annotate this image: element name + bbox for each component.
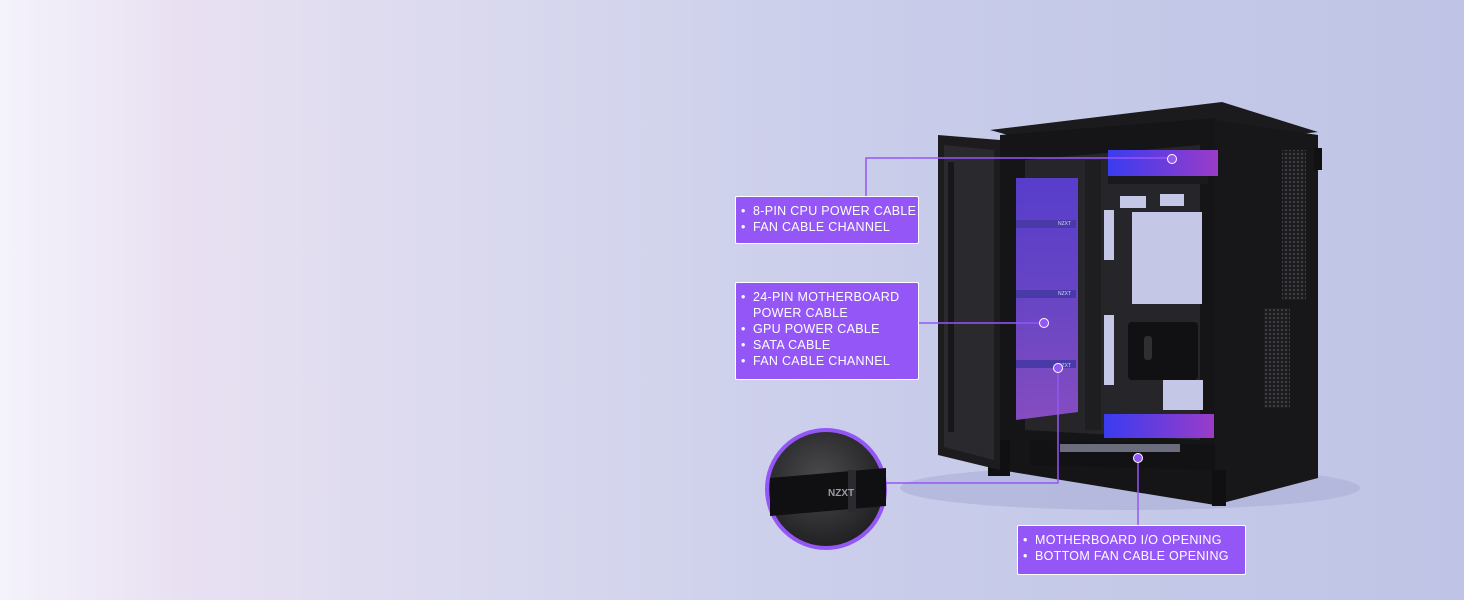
tray-cutout-main [1132,212,1202,304]
top-fan-glow [1108,150,1218,176]
cable-management-cover [1016,178,1078,420]
tray-cutout-left [1104,210,1114,260]
callout-item: FAN CABLE CHANNEL [741,219,912,235]
case-nzxt-logo: NZXT [1058,291,1071,297]
callout-item: 8-PIN CPU POWER CABLE [741,203,916,219]
side-mesh-bottom [1264,308,1290,408]
callout-item: GPU POWER CABLE [741,321,912,337]
callout-item: FAN CABLE CHANNEL [741,353,912,369]
bottom-fan-glow [1104,414,1214,438]
tray-cutout-top [1120,196,1146,208]
motherboard-cable-callout: 24-PIN MOTHERBOARD POWER CABLE GPU POWER… [735,282,919,380]
case-nzxt-logo: NZXT [1058,221,1071,227]
callout-item: BOTTOM FAN CABLE OPENING [1023,548,1239,564]
inset-leader-line [886,368,1059,484]
case-nzxt-logo: NZXT [1058,363,1071,369]
mobo-cable-marker [1039,318,1049,328]
case-foot-back [1212,470,1226,506]
io-opening-marker [1133,453,1143,463]
side-handle [1314,148,1322,170]
cpu-leader-line [865,157,1172,196]
inset-nzxt-logo: NZXT [828,488,854,499]
side-mesh-top [1282,150,1306,300]
channel-marker [1053,363,1063,373]
callout-item: 24-PIN MOTHERBOARD POWER CABLE [741,289,903,321]
zoom-inset-strap: NZXT [770,468,886,516]
cpu-cable-marker [1167,154,1177,164]
psu-mount [1128,322,1198,380]
cpu-cable-callout: 8-PIN CPU POWER CABLE FAN CABLE CHANNEL [735,196,919,244]
callout-item: MOTHERBOARD I/O OPENING [1023,532,1239,548]
callout-item: SATA CABLE [741,337,912,353]
io-opening-callout: MOTHERBOARD I/O OPENING BOTTOM FAN CABLE… [1017,525,1246,575]
